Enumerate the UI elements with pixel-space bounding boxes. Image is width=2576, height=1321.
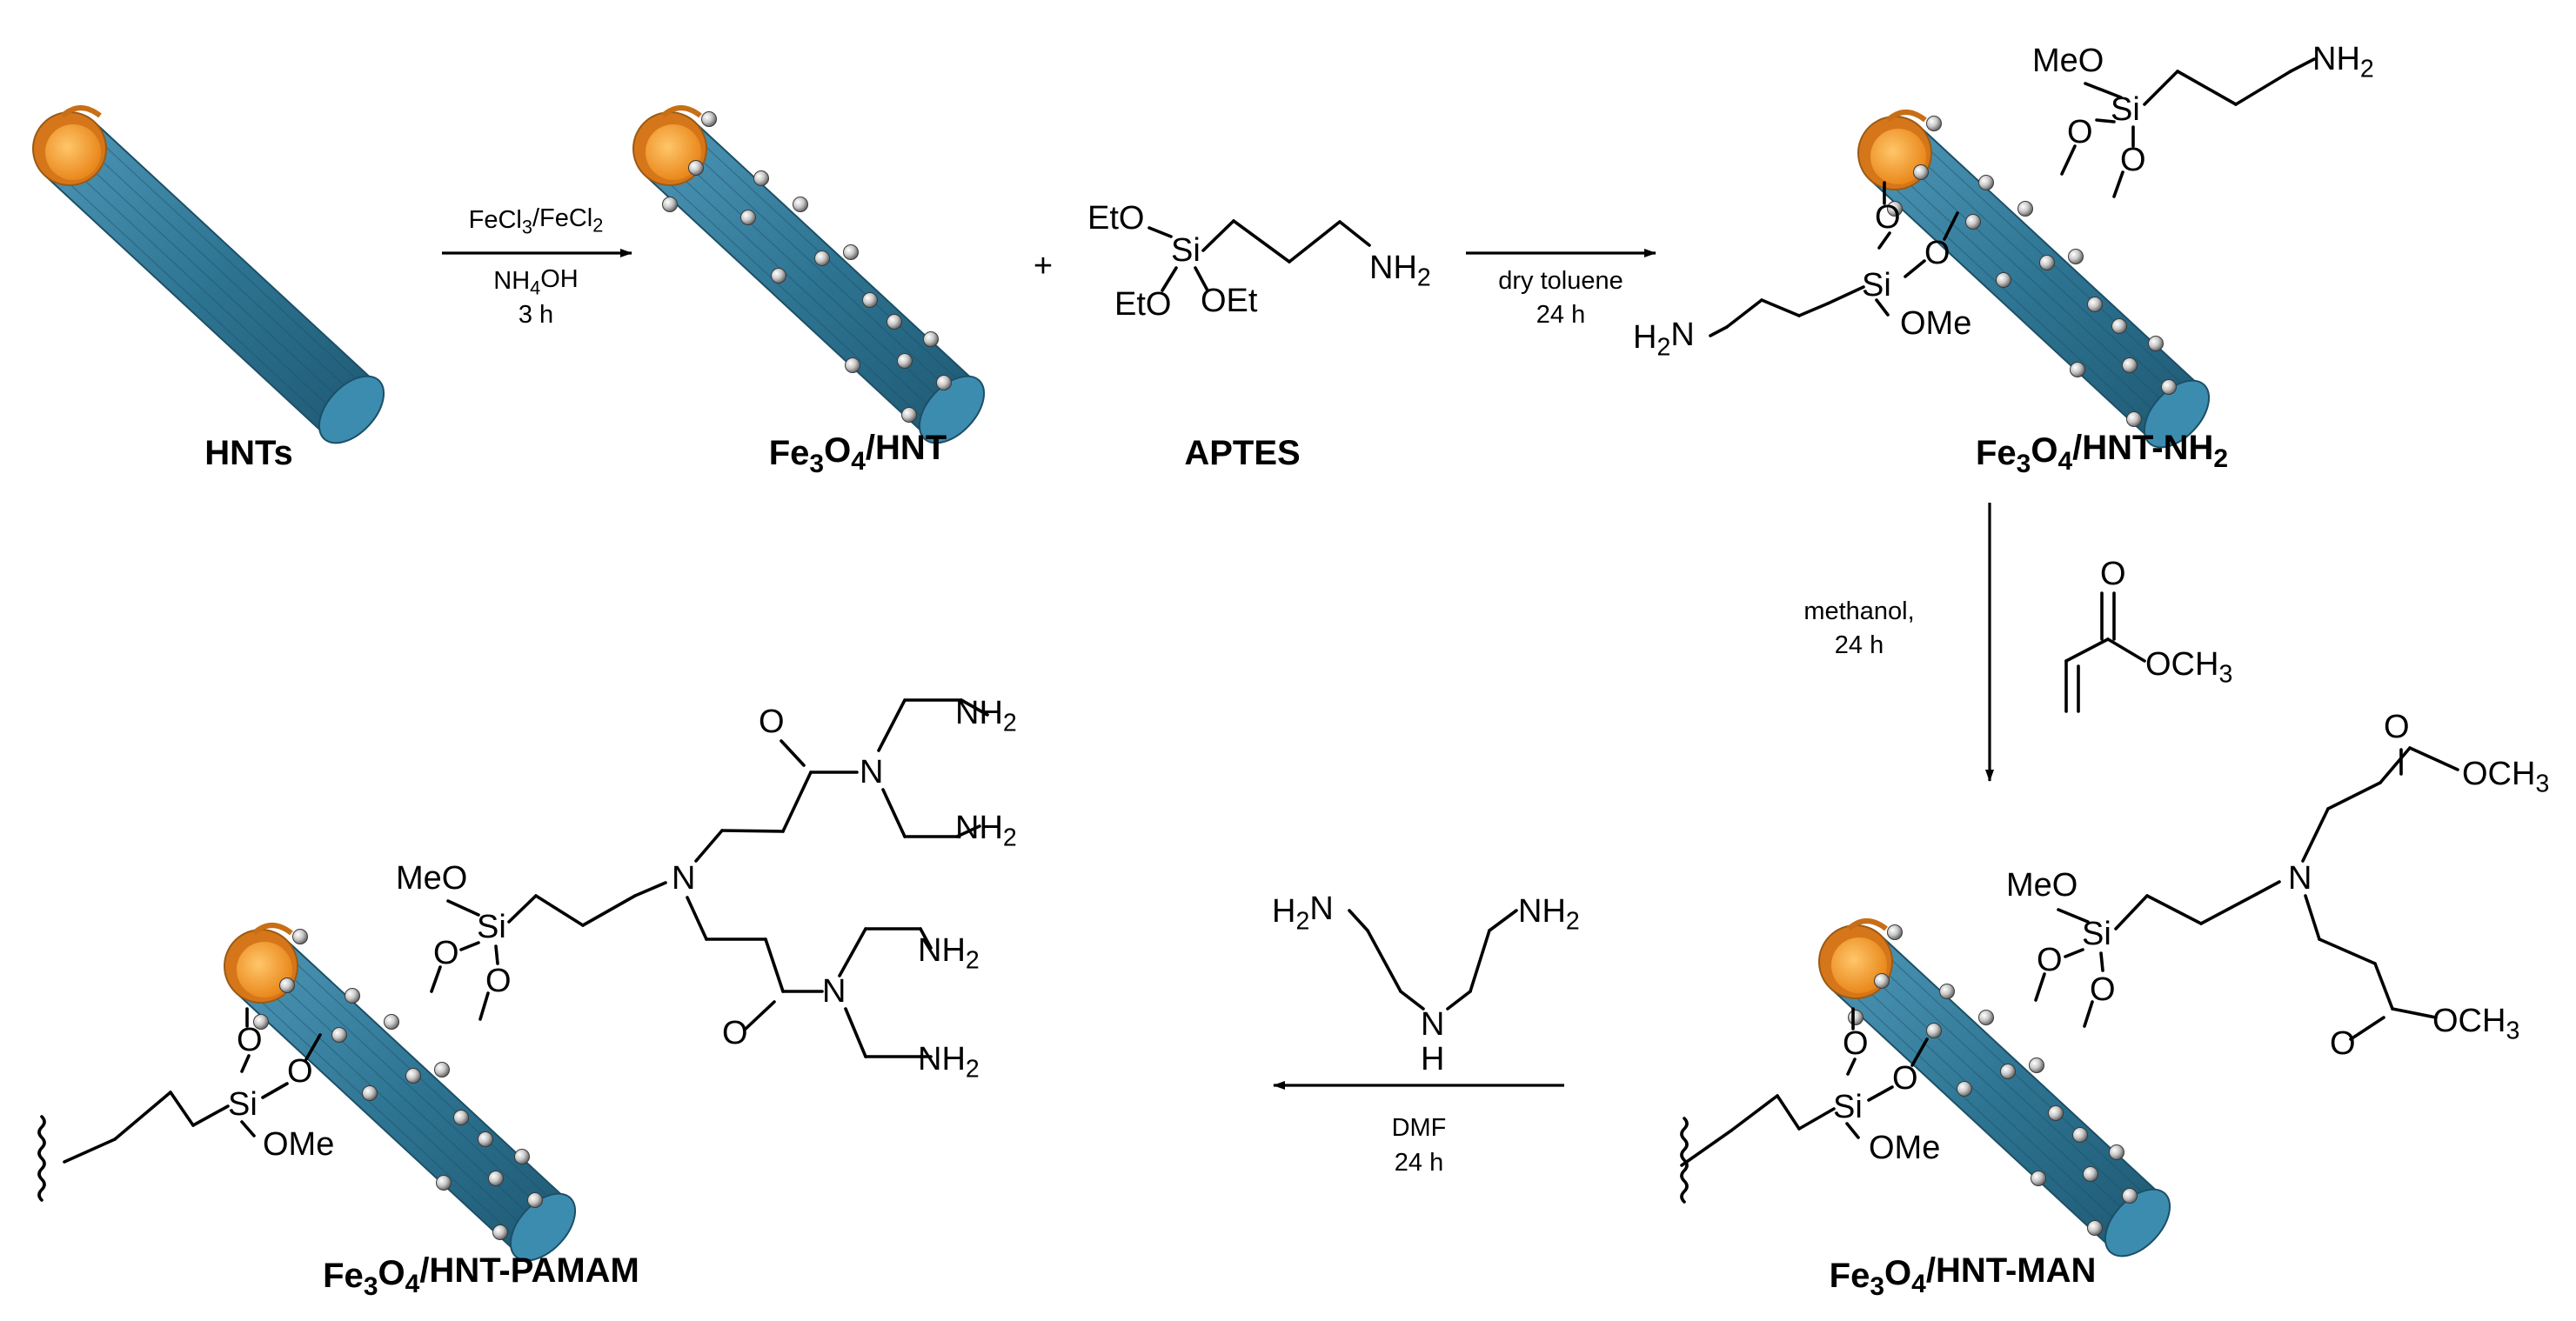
- svg-text:O: O: [2037, 942, 2063, 978]
- svg-text:NH2: NH2: [955, 695, 1017, 737]
- step4-time: 24 h: [1395, 1149, 1443, 1177]
- svg-text:Si: Si: [477, 909, 506, 945]
- man-upper-linker: MeO Si N O OCH3 O OCH3 O O: [2006, 709, 2549, 1062]
- svg-text:O: O: [1875, 199, 1901, 236]
- svg-text:MeO: MeO: [2032, 43, 2104, 79]
- label-fe3o4-hnt-man: Fe3O4/HNT-MAN: [1830, 1251, 2097, 1301]
- fe3o4-hnt-pamam-tube: [224, 925, 587, 1272]
- svg-text:N: N: [2288, 860, 2312, 897]
- pamam-upper-linker: MeO Si N O N NH2 NH2 O N NH2: [396, 695, 1017, 1084]
- aptes-eto-top: EtO: [1087, 200, 1144, 237]
- nh2-lower-linker: O O Si OMe H2N: [1633, 181, 1971, 362]
- svg-text:O: O: [1892, 1060, 1918, 1097]
- pamam-lower-linker: O O Si OMe: [37, 1007, 334, 1202]
- svg-text:O: O: [237, 1022, 263, 1058]
- svg-text:NH2: NH2: [2312, 41, 2374, 83]
- aptes-si: Si: [1171, 232, 1201, 269]
- svg-text:O: O: [2384, 709, 2410, 745]
- svg-text:NH2: NH2: [1518, 893, 1580, 936]
- step4-solvent: DMF: [1392, 1114, 1447, 1142]
- step1-base: NH4OH: [493, 265, 579, 299]
- aptes-oet: OEt: [1201, 283, 1258, 319]
- nh2-upper-linker: MeO Si NH2 O O: [2032, 41, 2374, 198]
- step1-time: 3 h: [519, 301, 553, 329]
- man-lower-linker: O O Si OMe: [1680, 1007, 1940, 1204]
- hnt-tube: [33, 108, 396, 455]
- fe3o4-hnt-man-tube: [1819, 921, 2182, 1268]
- fe3o4-hnt-tube: [633, 108, 996, 455]
- svg-text:O: O: [433, 935, 459, 971]
- svg-text:O: O: [2090, 971, 2116, 1008]
- svg-text:O: O: [485, 963, 512, 999]
- svg-text:H2N: H2N: [1272, 891, 1334, 935]
- svg-text:N: N: [1421, 1006, 1444, 1043]
- svg-text:NH2: NH2: [918, 932, 980, 975]
- step3-solvent: methanol,: [1803, 597, 1914, 625]
- svg-text:O: O: [759, 704, 785, 740]
- step3-time: 24 h: [1835, 631, 1883, 659]
- svg-text:OCH3: OCH3: [2145, 646, 2232, 689]
- svg-text:NH2: NH2: [955, 810, 1017, 852]
- label-fe3o4-hnt: Fe3O4/HNT: [769, 429, 947, 478]
- svg-text:Si: Si: [1833, 1089, 1863, 1125]
- svg-text:OCH3: OCH3: [2432, 1003, 2519, 1045]
- svg-text:O: O: [722, 1015, 748, 1051]
- svg-text:N: N: [860, 754, 883, 791]
- svg-text:O: O: [2100, 556, 2126, 592]
- svg-text:NH2: NH2: [918, 1041, 980, 1084]
- svg-text:OMe: OMe: [1869, 1130, 1940, 1166]
- step1-reagent: FeCl3/FeCl2: [469, 204, 604, 238]
- svg-text:OCH3: OCH3: [2462, 756, 2549, 798]
- label-aptes: APTES: [1184, 434, 1300, 472]
- svg-text:OMe: OMe: [263, 1126, 334, 1163]
- label-fe3o4-hnt-nh2: Fe3O4/HNT-NH2: [1976, 429, 2228, 478]
- svg-text:O: O: [1924, 235, 1950, 271]
- svg-text:Si: Si: [1862, 267, 1891, 304]
- svg-text:MeO: MeO: [2006, 867, 2078, 904]
- diethylenetriamine-structure: H2N N H NH2: [1272, 891, 1580, 1077]
- svg-text:O: O: [2067, 114, 2093, 150]
- svg-text:Si: Si: [2082, 916, 2111, 952]
- svg-text:N: N: [672, 860, 695, 897]
- aptes-eto-bottom: EtO: [1114, 286, 1171, 323]
- svg-text:O: O: [287, 1053, 313, 1090]
- svg-text:OMe: OMe: [1900, 305, 1971, 342]
- svg-text:H2N: H2N: [1633, 317, 1695, 361]
- step2-solvent: dry toluene: [1498, 267, 1623, 295]
- svg-text:Si: Si: [228, 1086, 258, 1123]
- aptes-structure: EtO Si NH2 EtO OEt: [1087, 200, 1431, 323]
- aptes-nh2: NH2: [1369, 250, 1431, 292]
- plus-sign: +: [1034, 248, 1053, 284]
- svg-text:N: N: [822, 973, 846, 1010]
- svg-text:MeO: MeO: [396, 860, 467, 897]
- svg-text:H: H: [1421, 1041, 1444, 1077]
- label-hnts: HNTs: [204, 434, 292, 472]
- svg-text:O: O: [2330, 1025, 2356, 1062]
- fe3o4-hnt-nh2-tube: [1858, 112, 2221, 459]
- svg-text:O: O: [1843, 1025, 1869, 1062]
- label-fe3o4-hnt-pamam: Fe3O4/HNT-PAMAM: [323, 1251, 639, 1301]
- methyl-acrylate-structure: O OCH3: [2064, 556, 2232, 713]
- step2-time: 24 h: [1536, 301, 1585, 329]
- svg-text:O: O: [2120, 142, 2146, 178]
